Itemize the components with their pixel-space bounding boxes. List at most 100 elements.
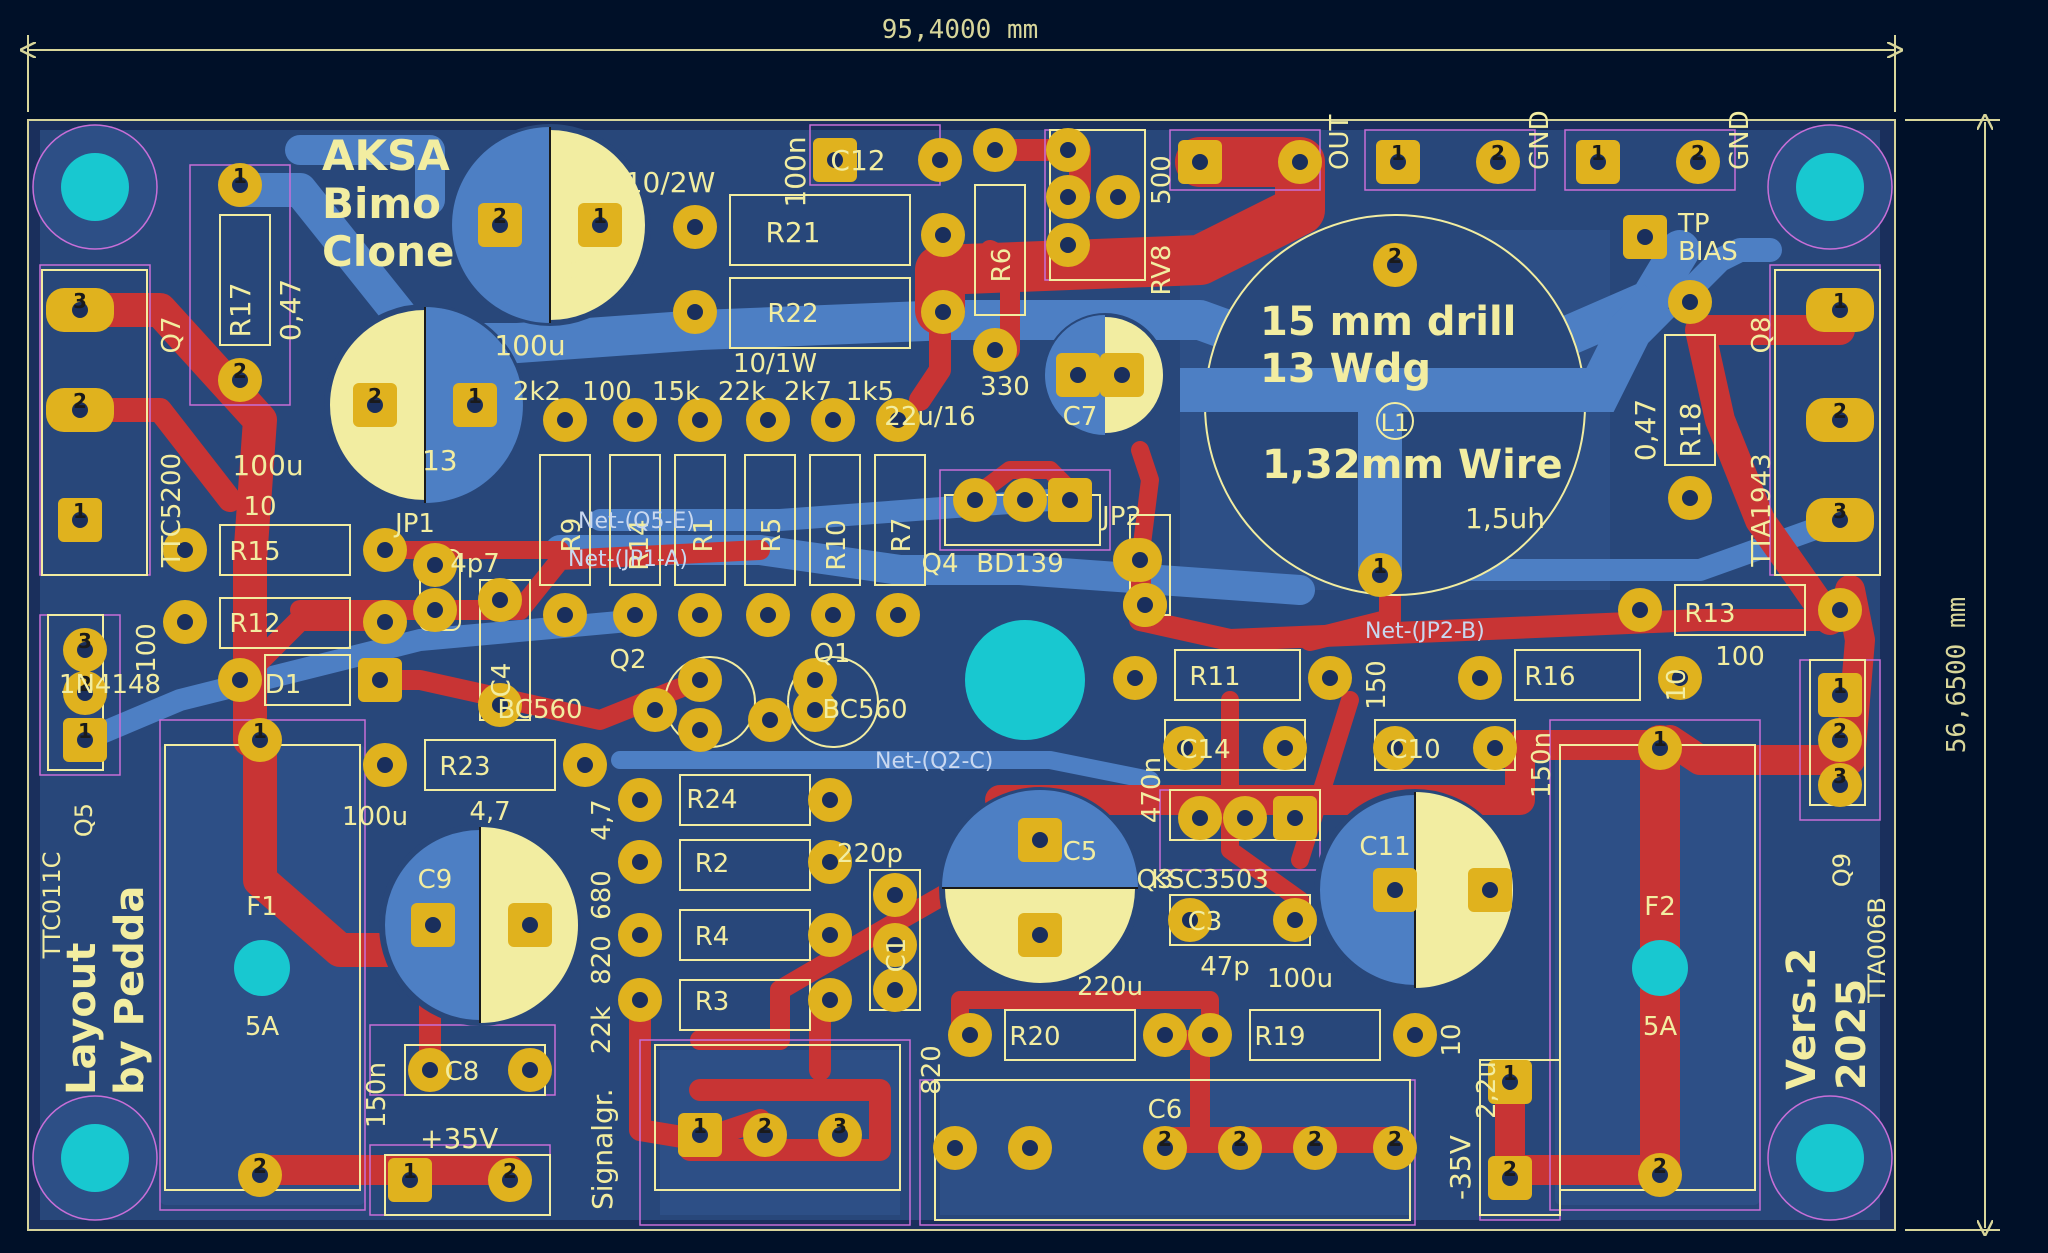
component-ref-jp2: JP2: [1100, 502, 1142, 532]
pad: [1018, 818, 1062, 862]
pad: [1273, 796, 1317, 840]
pad: [618, 913, 662, 957]
component-value-f2: 5A: [1643, 1012, 1678, 1042]
height-dimension-label: 56,6500 mm: [1942, 597, 1972, 754]
pad-number: 1: [1373, 554, 1387, 578]
title-line-2: Bimo: [322, 179, 441, 228]
pad: 2: [1488, 1156, 1532, 1200]
pad-number: 1: [78, 719, 92, 743]
pad-number: 1: [593, 204, 607, 228]
component-value-r24: 4,7: [587, 799, 617, 840]
pad: [1046, 223, 1090, 267]
pad-number: 2: [493, 204, 507, 228]
pad-number: 1: [468, 384, 482, 408]
component-value-r9: 2k2: [513, 377, 561, 407]
pad: [618, 978, 662, 1022]
component-ref-c2: C2: [553, 254, 590, 287]
pad: [1143, 1013, 1187, 1057]
pad: [1163, 726, 1207, 770]
pad: 1: [63, 718, 107, 762]
component-ref-f1: F1: [246, 892, 278, 922]
pad: [1468, 868, 1512, 912]
pad: 1: [1488, 1060, 1532, 1104]
component-value-r10: 2k7: [784, 377, 832, 407]
fuse-hole-F2: [1632, 940, 1688, 996]
pad-number: 3: [1833, 764, 1847, 788]
pad: [1623, 215, 1667, 259]
pad: [613, 398, 657, 442]
component-ref-r22: R22: [767, 299, 818, 329]
component-value-r21: 10/2W: [625, 166, 716, 199]
inductor-line-3: 1,32mm Wire: [1262, 442, 1563, 488]
component-ref-q2: Q2: [609, 645, 646, 675]
pad: [478, 578, 522, 622]
component-value-r2: 680: [587, 870, 617, 920]
component-value-q5: TTC011C: [38, 852, 66, 960]
mounting-hole-tl: [32, 124, 158, 250]
net-labels: Net-(Q5-E) Net-(JP1-A) Net-(Q2-C) Net-(J…: [568, 509, 1485, 774]
pad-number: 1: [1503, 1061, 1517, 1085]
pad: [793, 658, 837, 702]
component-value-r15: 10: [243, 492, 276, 522]
pad-number: 2: [1653, 1154, 1667, 1178]
component-value-r18: 0,47: [1629, 399, 1662, 461]
pad: 1: [578, 203, 622, 247]
pad-number: 2: [1308, 1127, 1322, 1151]
component-value-r12: 100: [132, 623, 162, 673]
title-line-3: Clone: [322, 227, 454, 276]
pad: [746, 398, 790, 442]
pad: [163, 600, 207, 644]
component-ref-c8: C8: [445, 1057, 480, 1087]
component-ref-r12: R12: [229, 609, 280, 639]
component-value-r11: 150: [1362, 660, 1392, 710]
component-ref-c11: C11: [1359, 832, 1410, 862]
pad: [933, 1126, 977, 1170]
component-value-c4: 4p7: [450, 549, 500, 579]
component-ref-rv8: RV8: [1147, 245, 1177, 296]
pad-number: 2: [78, 672, 92, 696]
pad-number: 2: [1691, 141, 1705, 165]
component-ref-d1: D1: [265, 670, 302, 700]
pad: [1668, 476, 1712, 520]
pad: 2: [63, 671, 107, 715]
component-ref-q5: Q5: [70, 803, 98, 837]
pad: [633, 688, 677, 732]
component-ref-q3: Q3: [1136, 865, 1173, 895]
net-label-jp1a: Net-(JP1-A): [568, 547, 688, 572]
pad: [808, 840, 852, 884]
component-value-q2: BC560: [497, 695, 582, 725]
minus35-label: -35V: [1444, 1135, 1477, 1200]
pad: 2: [46, 388, 114, 432]
component-value-c8: 150n: [362, 1062, 392, 1128]
pad: [1178, 796, 1222, 840]
out-label: OUT: [1325, 115, 1355, 170]
pad: [1308, 656, 1352, 700]
component-ref-f2: F2: [1644, 892, 1676, 922]
pad: [918, 138, 962, 182]
mounting-hole-bl: [32, 1095, 158, 1221]
pad: 3: [818, 1113, 862, 1157]
pad-number: 2: [1158, 1127, 1172, 1151]
component-value-r23: 4,7: [469, 797, 510, 827]
pad: 2: [488, 1158, 532, 1202]
power-transistor-Q7: [41, 269, 148, 576]
component-ref-q8: Q8: [1747, 316, 1777, 353]
pad-number: 2: [1388, 244, 1402, 268]
pad-number: 3: [78, 629, 92, 653]
component-value-c5: 220u: [1077, 972, 1143, 1002]
tp-bias-line-2: BIAS: [1678, 237, 1738, 267]
component-value-r7: 1k5: [846, 377, 894, 407]
pad: [678, 593, 722, 637]
mounting-hole-tr: [1767, 124, 1893, 250]
pad: 1: [1806, 288, 1874, 332]
component-value-c13: 100u: [232, 449, 303, 482]
inductor-ref: L1: [1381, 409, 1410, 437]
component-value-c7: 22u/16: [884, 402, 975, 432]
component-ref-r11: R11: [1189, 662, 1240, 692]
component-value-r13: 100: [1715, 642, 1765, 672]
pad: [808, 913, 852, 957]
pad: [413, 543, 457, 587]
net-label-q2c: Net-(Q2-C): [875, 749, 993, 774]
